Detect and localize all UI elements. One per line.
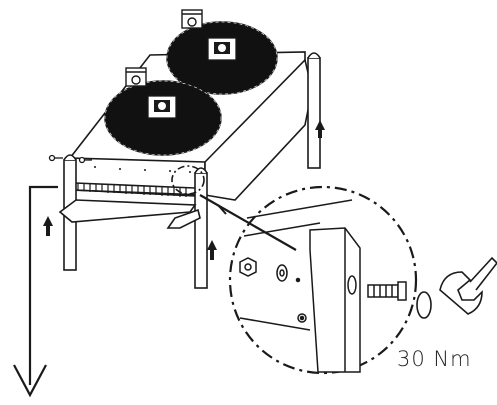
support-legs (63, 52, 321, 289)
fan-icon (166, 21, 278, 95)
panel-screws (94, 166, 191, 173)
lowering-arrow-icon (13, 185, 58, 398)
bolt-icon (48, 154, 92, 164)
fan-icon (104, 80, 222, 156)
detail-hardware (239, 257, 357, 323)
torque-label: 30 Nm (397, 347, 472, 371)
detail-panel (239, 199, 361, 373)
lock-washer (416, 291, 432, 319)
detail-callout-source (171, 165, 205, 195)
detail-magnifier (199, 185, 418, 375)
fan-motor-box (125, 67, 147, 87)
bolt-icon (367, 281, 407, 301)
wrench-icon (439, 256, 497, 315)
cross-bars (58, 199, 201, 229)
fan-motor-box (181, 9, 203, 29)
grille-fins (77, 183, 187, 197)
lift-arrow-icon (43, 120, 325, 260)
